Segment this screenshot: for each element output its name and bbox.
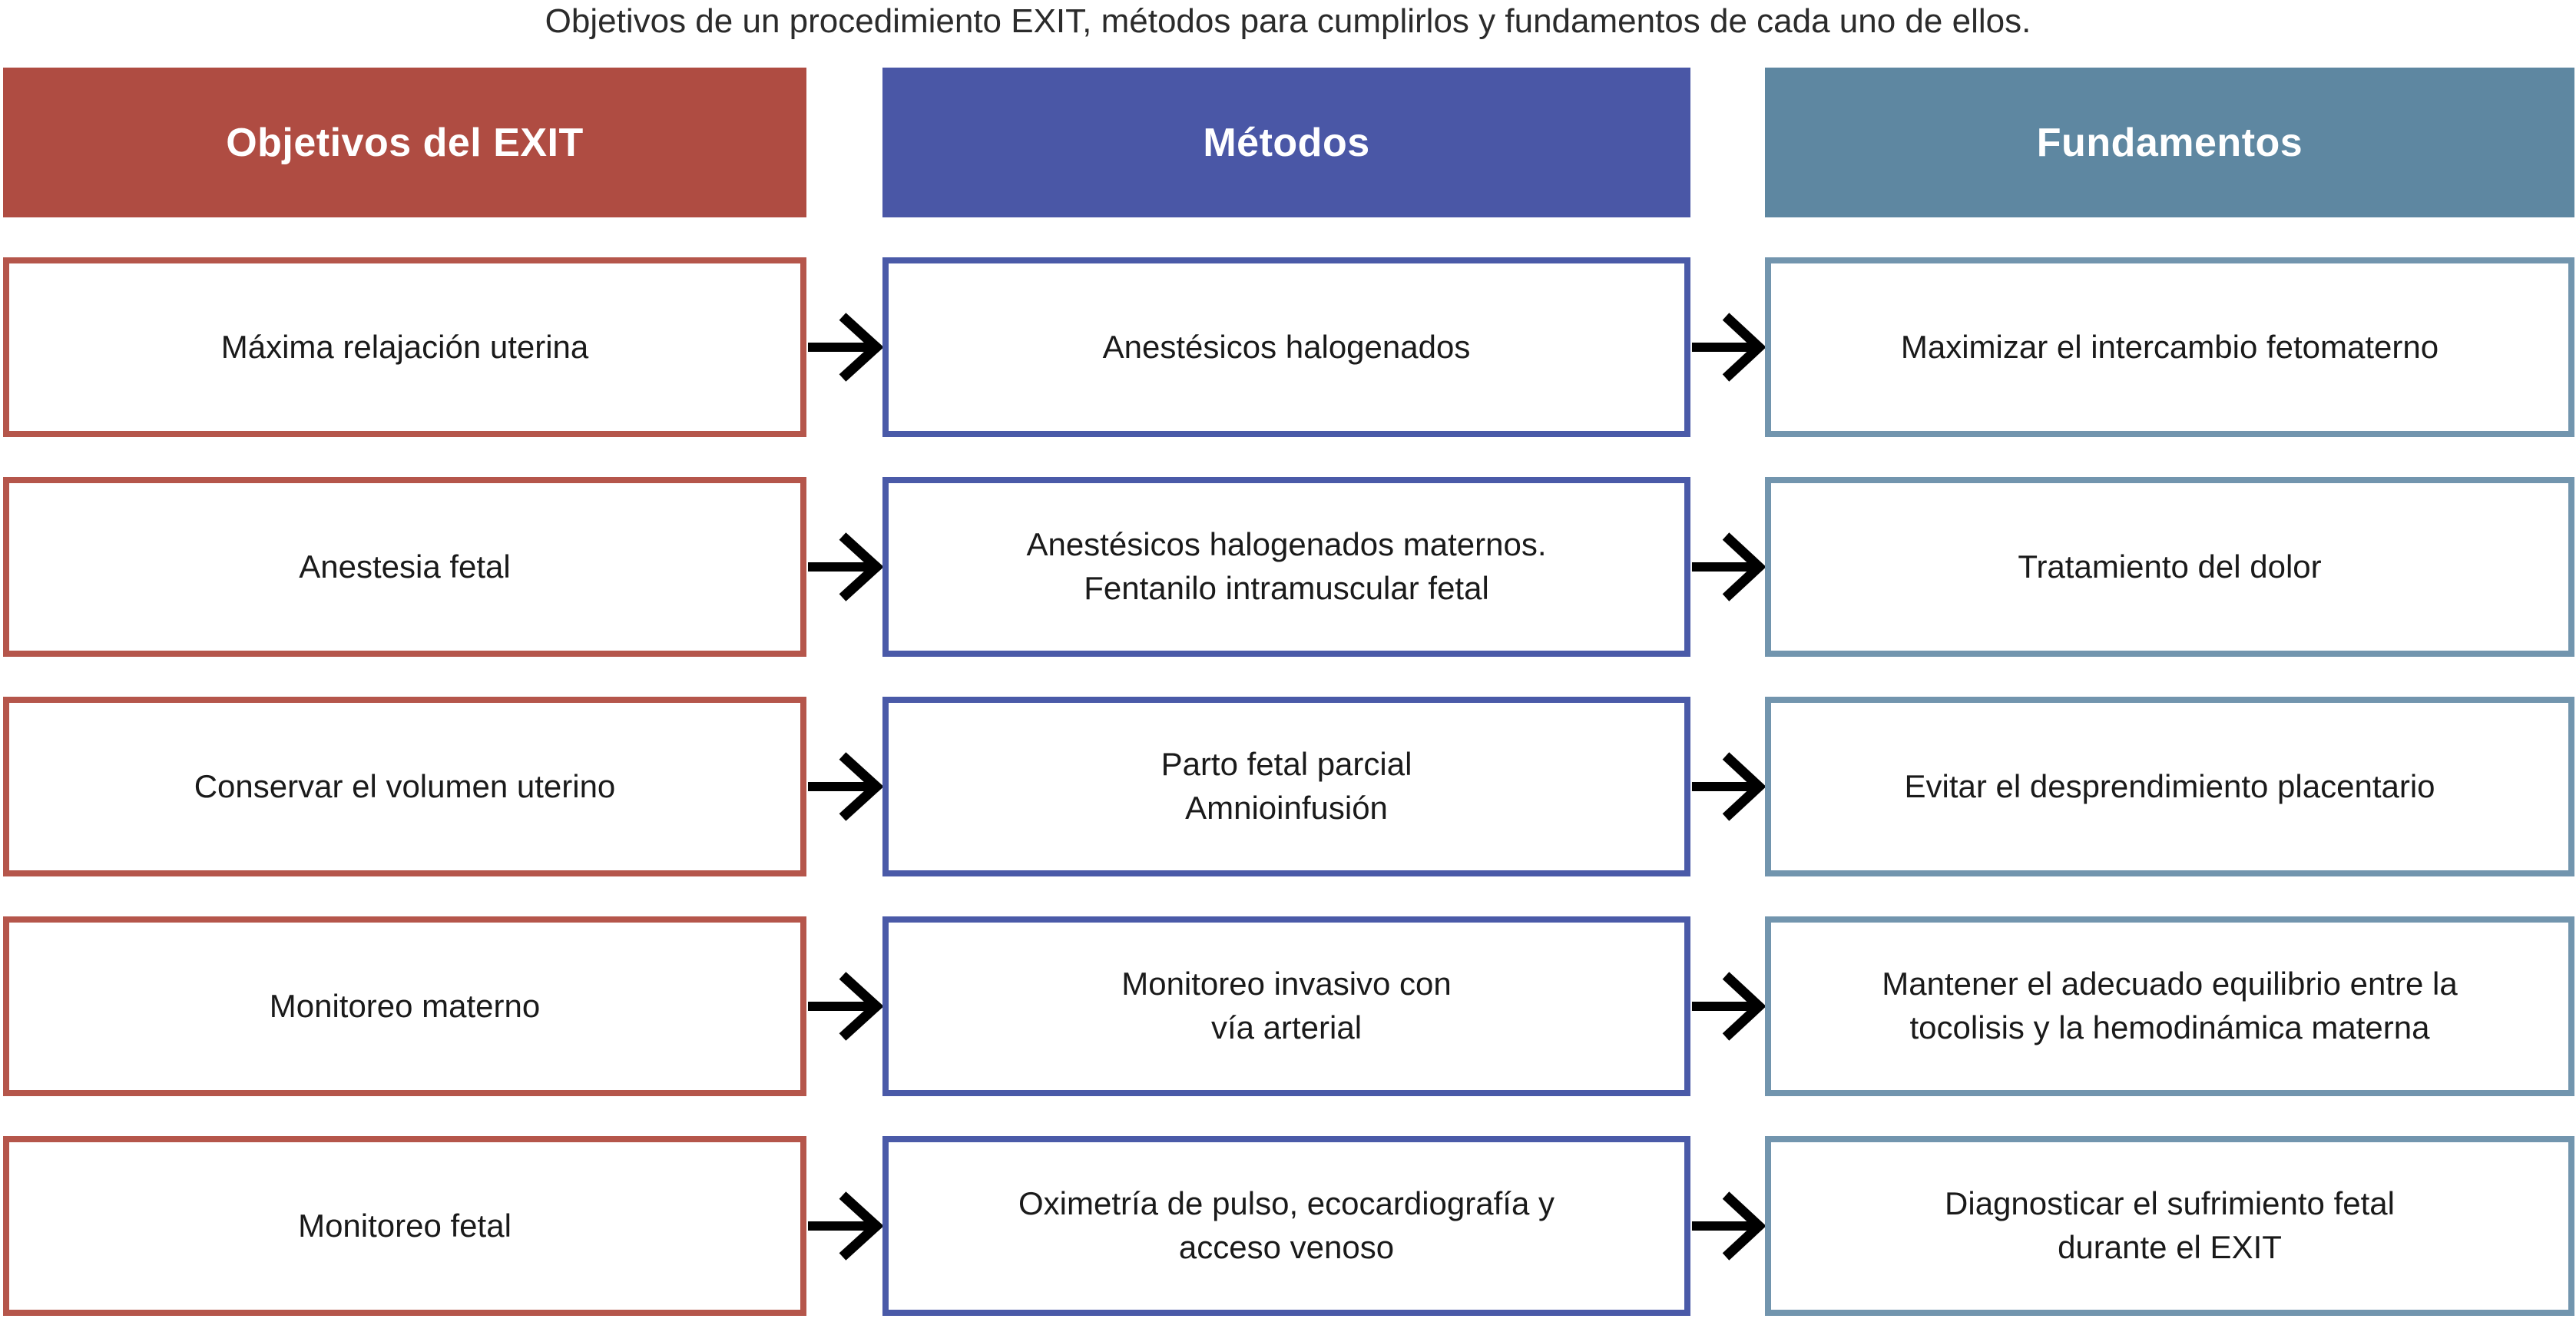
objetivo-box: Conservar el volumen uterino xyxy=(3,697,806,876)
objetivo-box: Anestesia fetal xyxy=(3,477,806,657)
right-arrow-icon xyxy=(806,257,882,437)
right-arrow-icon xyxy=(1690,1136,1765,1316)
objetivo-box: Monitoreo materno xyxy=(3,916,806,1096)
right-arrow-icon xyxy=(806,477,882,657)
header-gap xyxy=(1690,68,1765,217)
fundamento-box: Maximizar el intercambio fetomaterno xyxy=(1765,257,2574,437)
objetivo-box: Monitoreo fetal xyxy=(3,1136,806,1316)
metodo-box: Anestésicos halogenados xyxy=(882,257,1690,437)
header-gap xyxy=(806,68,882,217)
right-arrow-icon xyxy=(1690,697,1765,876)
column-header-fundamentos: Fundamentos xyxy=(1765,68,2574,217)
right-arrow-icon xyxy=(1690,916,1765,1096)
column-header-objetivos: Objetivos del EXIT xyxy=(3,68,806,217)
figure-title: Objetivos de un procedimiento EXIT, méto… xyxy=(545,2,2031,40)
right-arrow-icon xyxy=(806,697,882,876)
diagram-grid: Objetivos del EXIT Métodos Fundamentos M… xyxy=(3,68,2576,1316)
column-header-metodos: Métodos xyxy=(882,68,1690,217)
metodo-box: Anestésicos halogenados maternos. Fentan… xyxy=(882,477,1690,657)
fundamento-box: Diagnosticar el sufrimiento fetal durant… xyxy=(1765,1136,2574,1316)
right-arrow-icon xyxy=(806,916,882,1096)
metodo-box: Parto fetal parcial Amnioinfusión xyxy=(882,697,1690,876)
metodo-box: Monitoreo invasivo con vía arterial xyxy=(882,916,1690,1096)
right-arrow-icon xyxy=(1690,477,1765,657)
fundamento-box: Tratamiento del dolor xyxy=(1765,477,2574,657)
fundamento-box: Mantener el adecuado equilibrio entre la… xyxy=(1765,916,2574,1096)
right-arrow-icon xyxy=(806,1136,882,1316)
right-arrow-icon xyxy=(1690,257,1765,437)
objetivo-box: Máxima relajación uterina xyxy=(3,257,806,437)
metodo-box: Oximetría de pulso, ecocardiografía y ac… xyxy=(882,1136,1690,1316)
fundamento-box: Evitar el desprendimiento placentario xyxy=(1765,697,2574,876)
